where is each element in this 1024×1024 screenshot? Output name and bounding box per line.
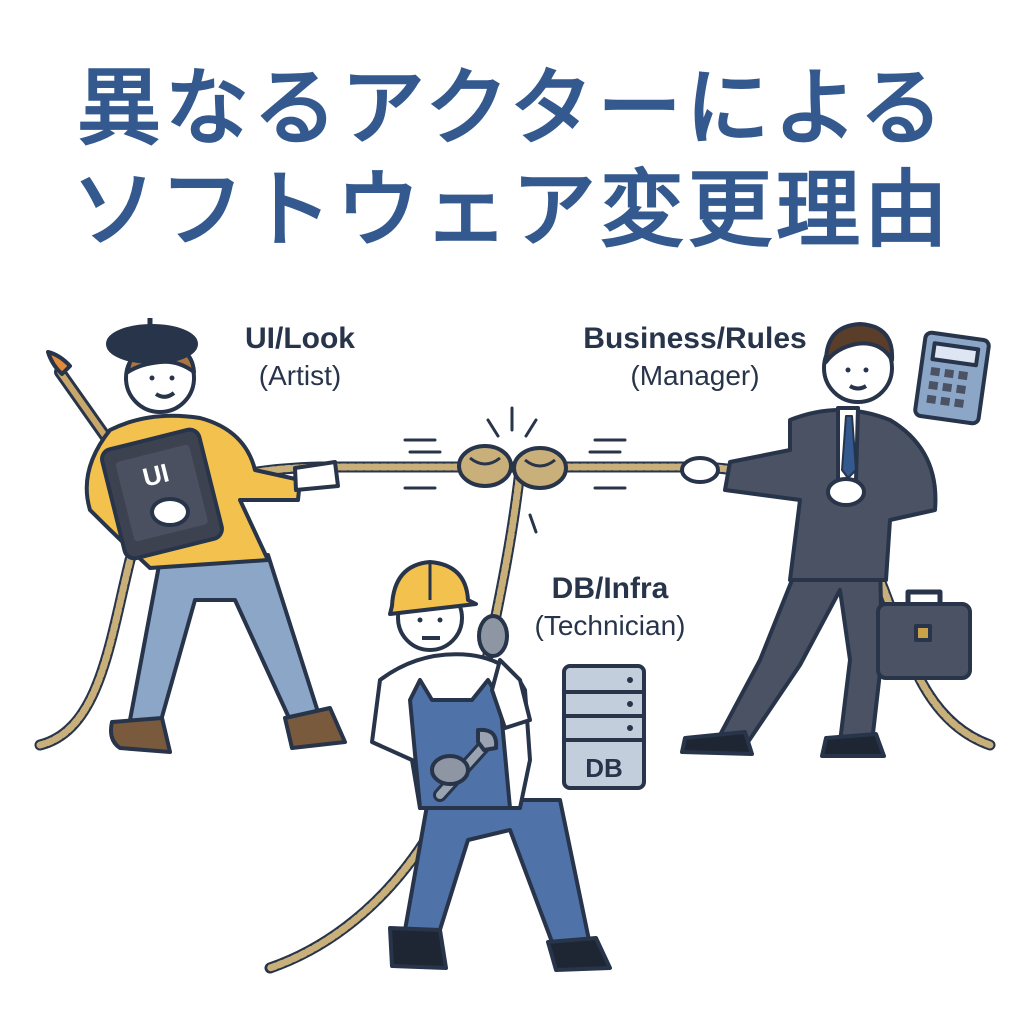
hard-hat-icon: [388, 560, 478, 616]
artist-figure: UI: [46, 318, 347, 754]
technician-role: DB/Infra: [551, 572, 669, 605]
database-server-icon: DB: [562, 664, 646, 790]
manager-name: (Manager): [630, 360, 760, 391]
artist-label: UI/Look (Artist): [200, 322, 400, 392]
calculator-icon: [913, 330, 991, 426]
artist-name: (Artist): [258, 360, 342, 391]
server-label: DB: [585, 753, 623, 783]
technician-label: DB/Infra (Technician): [510, 572, 710, 642]
paintbrush-icon: [46, 350, 114, 446]
title-line-2: ソフトウェア変更理由: [71, 161, 952, 259]
manager-figure: [680, 322, 991, 758]
rope-knot: [457, 444, 568, 490]
title-line-1: 異なるアクターによる: [77, 59, 947, 157]
tension-lines: [403, 406, 627, 534]
briefcase-icon: [876, 589, 972, 680]
manager-role: Business/Rules: [583, 322, 807, 355]
manager-label: Business/Rules (Manager): [560, 322, 830, 392]
technician-name: (Technician): [534, 610, 686, 641]
technician-figure: [370, 560, 612, 972]
artist-role: UI/Look: [245, 322, 355, 355]
